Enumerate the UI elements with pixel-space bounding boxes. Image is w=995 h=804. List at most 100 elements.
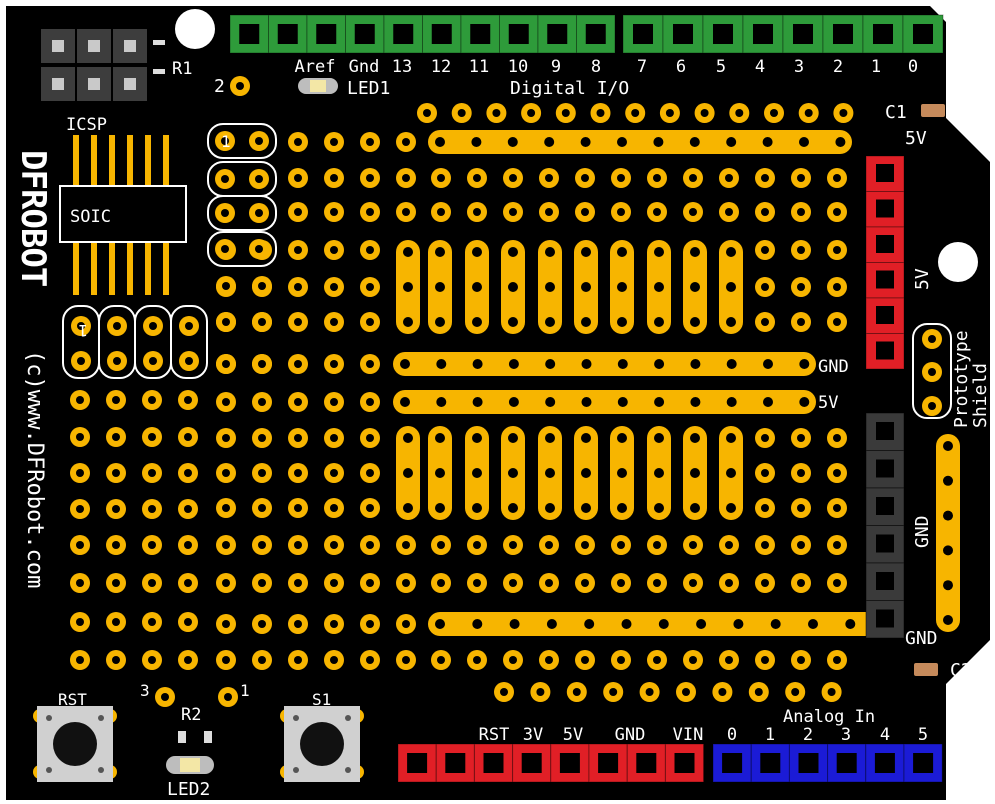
label-pin3: 3	[140, 681, 150, 700]
pad-hole	[797, 469, 805, 477]
pad-hole	[236, 82, 244, 90]
rail-side-gnd	[936, 434, 960, 632]
digital-header-right-socket	[753, 24, 773, 44]
pad-hole	[508, 503, 518, 513]
icsp-pin	[52, 78, 64, 90]
pad-hole	[473, 174, 481, 182]
pad-hole	[294, 579, 302, 587]
pad-hole	[654, 359, 665, 369]
dip-outline	[207, 195, 277, 231]
pad-hole	[222, 282, 230, 290]
pad-hole	[761, 283, 769, 291]
side-gnd-header-socket	[876, 459, 894, 478]
pad-hole	[718, 688, 727, 696]
pad-hole	[689, 541, 697, 549]
pad-hole	[536, 688, 545, 696]
pad-hole	[112, 433, 120, 441]
power-header-socket	[559, 753, 580, 773]
pad-hole	[258, 360, 266, 368]
pad-hole	[544, 137, 555, 147]
pad-hole	[403, 247, 413, 257]
pad-hole	[258, 469, 266, 477]
pad-hole	[581, 468, 591, 478]
pad-hole	[366, 541, 374, 549]
label-analog-in: Analog In	[783, 707, 875, 727]
label-gnd-mid-rail: GND	[818, 357, 849, 377]
pad-hole	[596, 109, 605, 117]
pad-hole	[76, 579, 84, 587]
pad-hole	[545, 208, 553, 216]
pad-hole	[330, 208, 338, 216]
digital-pin-label: 5	[716, 57, 726, 77]
pad-hole	[545, 579, 553, 587]
rail-5v-mid	[393, 390, 816, 414]
pad-hole	[184, 618, 192, 626]
pad-hole	[617, 503, 627, 513]
pad-hole	[400, 397, 410, 407]
pad-hole	[833, 504, 841, 512]
pad-hole	[833, 579, 841, 587]
pad-hole	[545, 656, 553, 664]
pad-hole	[617, 137, 627, 147]
pad-hole	[617, 468, 627, 478]
digital-pin-label: 10	[508, 57, 528, 77]
digital-pin-label: 6	[676, 57, 686, 77]
pad-hole	[473, 541, 481, 549]
label-gnd-side: GND	[912, 515, 933, 548]
digital-header-left-socket	[585, 24, 606, 44]
pad-hole	[330, 398, 338, 406]
power-header-socket	[674, 753, 695, 773]
reset-button-corner	[98, 715, 104, 721]
pad-hole	[696, 619, 707, 629]
pad-hole	[581, 359, 592, 369]
pad-hole	[258, 434, 266, 442]
pad-hole	[76, 541, 84, 549]
pad-hole	[797, 656, 805, 664]
pad-hole	[294, 318, 302, 326]
pad-hole	[833, 318, 841, 326]
pad-hole	[584, 619, 595, 629]
pad-hole	[258, 282, 266, 290]
pad-hole	[617, 433, 627, 443]
headers	[229, 14, 944, 783]
pad-hole	[294, 656, 302, 664]
label-pin1: 1	[240, 681, 250, 700]
digital-pin-label: 1	[871, 57, 881, 77]
pad-hole	[943, 545, 953, 556]
pad-hole	[726, 359, 737, 369]
side-5v-header-cell	[865, 226, 905, 263]
pad-hole	[827, 688, 836, 696]
digital-pin-label: 0	[908, 57, 918, 77]
pad-hole	[330, 138, 338, 146]
pad-hole	[561, 109, 570, 117]
pad-hole	[617, 208, 625, 216]
r2-pad	[204, 731, 212, 743]
label-led2: LED2	[167, 779, 210, 800]
rail-gnd-bottom-link	[850, 612, 870, 636]
pad-hole	[330, 360, 338, 368]
product-name-line2: Shield	[970, 363, 991, 428]
pad-hole	[508, 317, 518, 327]
pad-hole	[112, 396, 120, 404]
icsp-pin	[88, 78, 100, 90]
pad-hole	[366, 656, 374, 664]
pad-hole	[222, 469, 230, 477]
analog-pin-label: 0	[727, 725, 737, 745]
pad-hole	[221, 175, 229, 183]
pad-hole	[294, 283, 302, 291]
pad-hole	[581, 174, 589, 182]
pad-hole	[148, 505, 156, 513]
digital-header-left-socket	[508, 24, 529, 44]
pad-hole	[658, 619, 669, 629]
pad-hole	[689, 137, 700, 147]
pad-hole	[833, 541, 841, 549]
side-5v-header-socket	[876, 235, 894, 253]
r1-pad	[153, 40, 165, 45]
pad-hole	[943, 510, 953, 521]
pad-hole	[509, 656, 517, 664]
pad-hole	[761, 208, 769, 216]
analog-header-socket	[913, 753, 934, 773]
analog-pin-label: 2	[803, 725, 813, 745]
